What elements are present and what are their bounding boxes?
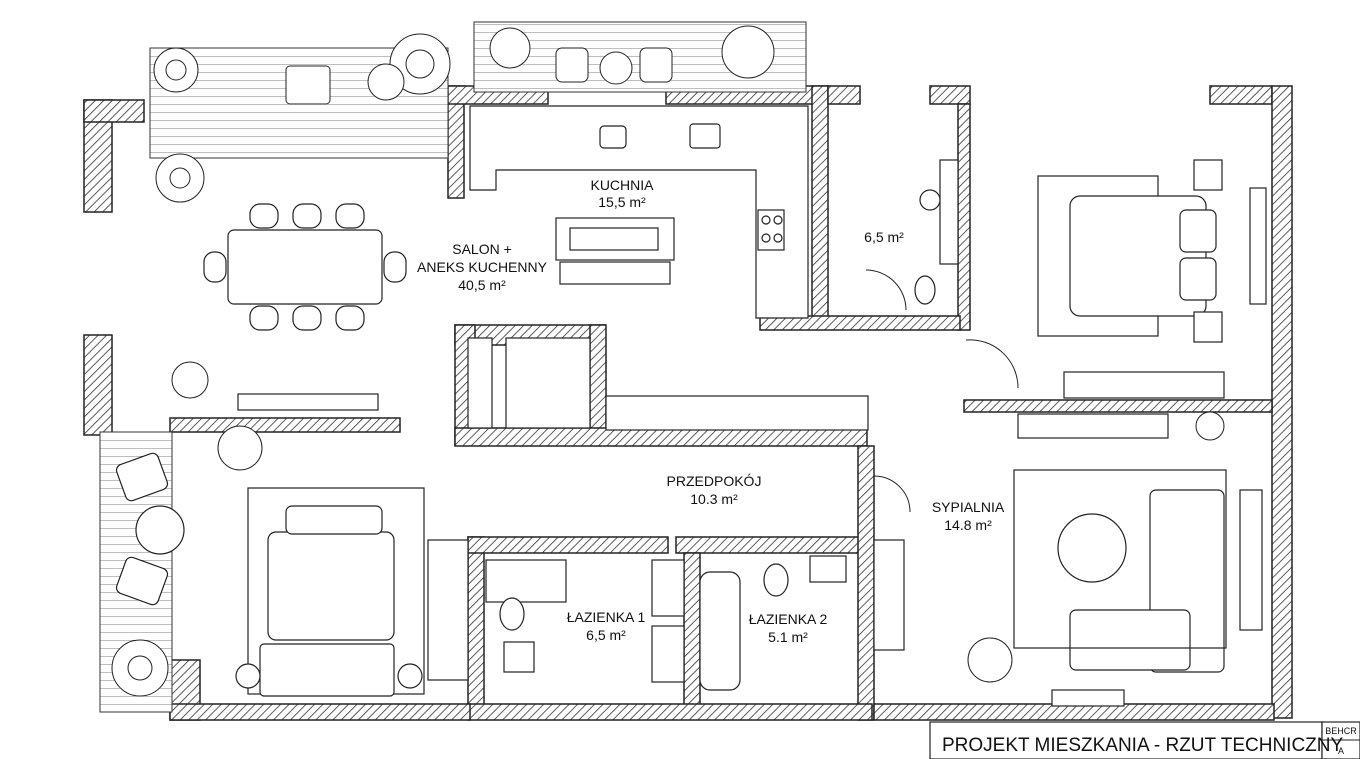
bedroom-area: 14.8 m² xyxy=(944,517,992,533)
sink-1 xyxy=(503,641,535,673)
kitchen-name: KUCHNIA xyxy=(590,177,654,193)
hall-name: PRZEDPOKÓJ xyxy=(667,473,762,489)
bath1-name: ŁAZIENKA 1 xyxy=(567,609,646,625)
hall-area: 10.3 m² xyxy=(690,491,738,507)
potted-plant-icon xyxy=(111,25,1225,697)
furniture xyxy=(115,105,1267,707)
dining-chairs xyxy=(203,203,407,331)
terrace-furniture xyxy=(285,47,673,105)
living-name-line2: ANEKS KUCHENNY xyxy=(417,259,548,275)
living-name-line1: SALON + xyxy=(452,241,512,257)
dining-table xyxy=(227,229,383,305)
toilet-2 xyxy=(763,563,789,597)
utility-area: 6,5 m² xyxy=(864,229,904,245)
title-block-title: PROJEKT MIESZKANIA - RZUT TECHNICZNY xyxy=(942,735,1343,756)
toilet-1 xyxy=(499,597,525,631)
living-area: 40,5 m² xyxy=(458,277,506,293)
kitchen-area: 15,5 m² xyxy=(598,194,646,210)
shower xyxy=(485,559,567,603)
bath1-area: 6,5 m² xyxy=(586,627,626,643)
title-block-code: BEHCR xyxy=(1325,726,1357,736)
bath2-area: 5.1 m² xyxy=(768,629,808,645)
title-block: PROJEKT MIESZKANIA - RZUT TECHNICZNY BEH… xyxy=(929,721,1360,759)
title-block-sheet: A xyxy=(1338,746,1344,756)
bathtub xyxy=(699,571,741,691)
sink-2 xyxy=(809,555,847,583)
round-table xyxy=(1057,513,1127,583)
bath2-name: ŁAZIENKA 2 xyxy=(749,611,828,627)
bedroom-name: SYPIALNIA xyxy=(932,499,1005,515)
door-swings xyxy=(865,269,1019,513)
walls xyxy=(83,85,1293,721)
kitchen-counter xyxy=(469,105,809,319)
